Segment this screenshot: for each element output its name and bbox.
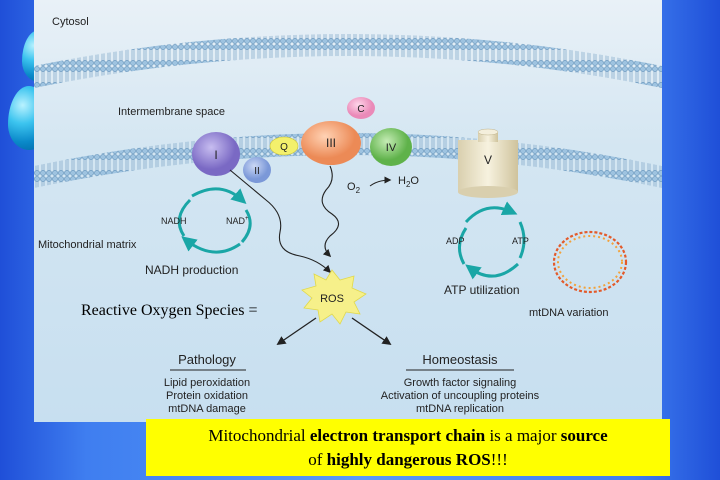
pathology-item: mtDNA damage [168,403,246,415]
mtdna-variation-label: mtDNA variation [529,307,608,319]
nadh-cycle [177,187,252,254]
homeostasis-item: mtDNA replication [416,403,504,415]
matrix-label: Mitochondrial matrix [38,239,137,251]
complex-v-label: V [484,153,492,167]
pathology-item: Protein oxidation [166,390,248,402]
pathology-item: Lipid peroxidation [164,377,250,389]
c-label: C [357,104,364,115]
ubiquinone-q [269,136,299,156]
homeostasis-item: Activation of uncoupling proteins [381,390,540,402]
adp-label: ADP [446,236,465,246]
complex-v [458,128,518,198]
mtdna-circle [552,230,628,294]
outer-membrane [34,34,662,88]
nad-label: NAD+ [226,216,249,226]
footer-bold: source [560,426,608,445]
complex-iii [301,121,361,165]
complex-iii-label: III [326,136,336,150]
complex-ii-label: II [254,166,260,177]
electron-leak-arrow [321,165,340,258]
footer-bold: highly dangerous ROS [326,450,491,469]
electron-leak-arrow [229,169,332,274]
atp-utilization-label: ATP utilization [444,283,520,297]
footer-banner: Mitochondrial electron transport chain i… [146,419,670,476]
nadh-label: NADH [161,216,187,226]
homeostasis-title: Homeostasis [422,352,498,367]
pathology-arrow [276,317,317,346]
nadh-production-label: NADH production [145,263,238,277]
q-label: Q [280,142,288,153]
footer-text: is a major [485,426,561,445]
ros-burst [301,269,367,325]
ros-label: ROS [320,293,344,305]
homeostasis-arrow [351,317,392,346]
complex-i [192,132,240,176]
ros-annotation: Reactive Oxygen Species = [81,302,258,319]
complex-i-label: I [214,148,217,162]
cytochrome-c [347,97,375,119]
atp-label: ATP [512,236,529,246]
pathology-title: Pathology [178,352,236,367]
footer-bold: electron transport chain [309,426,486,445]
homeostasis-item: Growth factor signaling [404,377,517,389]
footer-text: of [308,450,327,469]
complex-iv-label: IV [386,142,397,154]
complex-ii [243,157,271,183]
o2-label: O2 [347,181,361,195]
footer-text: Mitochondrial [208,426,310,445]
intermembrane-label: Intermembrane space [118,106,225,118]
atp-cycle [458,201,526,280]
complex-iv [370,128,412,166]
h2o-label: H2O [398,175,419,189]
diagram-panel: Cytosol Intermembrane space Mitochondria… [34,0,662,422]
footer-text: !!! [490,450,508,469]
mitochondria-diagram: Cytosol Intermembrane space Mitochondria… [34,16,662,415]
reaction-arrow [369,176,392,187]
cytosol-label: Cytosol [52,16,89,28]
